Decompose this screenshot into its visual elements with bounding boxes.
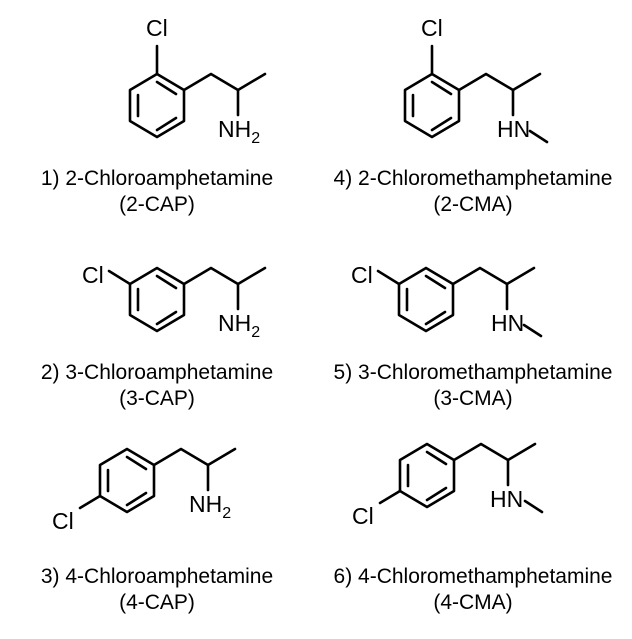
compound-name: 6) 4-Chloromethamphetamine <box>333 565 613 588</box>
amine-label: NH2 <box>218 310 260 341</box>
amine-label: HN <box>490 486 523 512</box>
compound-name: 4) 2-Chloromethamphetamine <box>333 167 613 190</box>
caption-2-chloroamphetamine: 1) 2-Chloroamphetamine (2-CAP) <box>2 166 312 218</box>
aromatic-bond <box>125 455 148 471</box>
compound-abbreviation: (4-CMA) <box>433 591 513 614</box>
aromatic-bond <box>425 450 448 466</box>
propyl-chain <box>182 72 267 92</box>
chlorine-label: Cl <box>82 262 104 288</box>
aromatic-bond <box>125 491 148 507</box>
methyl-bond <box>523 499 544 514</box>
propyl-chain <box>182 266 267 286</box>
compound-name: 5) 3-Chloromethamphetamine <box>333 361 613 384</box>
caption-3-chloromethamphetamine: 5) 3-Chloromethamphetamine (3-CMA) <box>318 360 628 412</box>
chlorine-bond <box>78 494 102 510</box>
amine-label: NH2 <box>189 491 231 522</box>
propyl-chain <box>457 72 542 92</box>
propyl-chain <box>452 442 537 462</box>
aromatic-bond <box>424 310 447 326</box>
amine-label: HN <box>497 116 530 142</box>
methyl-bond <box>522 323 543 338</box>
chlorine-label: Cl <box>146 15 168 41</box>
chlorine-bond <box>376 269 401 286</box>
aromatic-bond <box>155 274 178 290</box>
compound-abbreviation: (4-CAP) <box>119 591 195 614</box>
compound-abbreviation: (3-CMA) <box>433 387 513 410</box>
propyl-chain <box>451 266 536 286</box>
compound-name: 2) 3-Chloroamphetamine <box>40 361 274 384</box>
propyl-chain <box>152 447 237 467</box>
compound-abbreviation: (2-CMA) <box>433 193 513 216</box>
structure-3-chloroamphetamine: Cl NH2 <box>82 262 267 341</box>
caption-2-chloromethamphetamine: 4) 2-Chloromethamphetamine (2-CMA) <box>318 166 628 218</box>
aromatic-bond <box>430 116 453 132</box>
structure-4-chloromethamphetamine: Cl HN <box>352 442 544 529</box>
amine-label: NH2 <box>218 116 260 147</box>
aromatic-bond <box>425 486 448 502</box>
aromatic-bond <box>155 116 178 132</box>
compound-abbreviation: (3-CAP) <box>119 387 195 410</box>
aromatic-bond <box>430 80 453 96</box>
structure-4-chloroamphetamine: Cl NH2 <box>52 447 237 534</box>
caption-4-chloroamphetamine: 3) 4-Chloroamphetamine (4-CAP) <box>2 564 312 616</box>
structure-3-chloromethamphetamine: Cl HN <box>351 262 543 338</box>
caption-4-chloromethamphetamine: 6) 4-Chloromethamphetamine (4-CMA) <box>318 564 628 616</box>
chlorine-label: Cl <box>421 15 443 41</box>
structure-2-chloroamphetamine: Cl NH2 <box>128 15 267 147</box>
chlorine-bond <box>107 269 132 286</box>
chlorine-label: Cl <box>351 262 373 288</box>
chlorine-bond <box>378 489 402 505</box>
aromatic-bond <box>155 80 178 96</box>
compound-abbreviation: (2-CAP) <box>119 193 195 216</box>
caption-3-chloroamphetamine: 2) 3-Chloroamphetamine (3-CAP) <box>2 360 312 412</box>
aromatic-bond <box>155 310 178 326</box>
compound-name: 1) 2-Chloroamphetamine <box>40 167 274 190</box>
structure-2-chloromethamphetamine: Cl HN <box>403 15 549 144</box>
aromatic-bond <box>424 274 447 290</box>
compound-name: 3) 4-Chloroamphetamine <box>40 565 274 588</box>
chlorine-label: Cl <box>352 503 374 529</box>
amine-label: HN <box>491 310 524 336</box>
chlorine-label: Cl <box>52 508 74 534</box>
methyl-bond <box>528 129 549 144</box>
